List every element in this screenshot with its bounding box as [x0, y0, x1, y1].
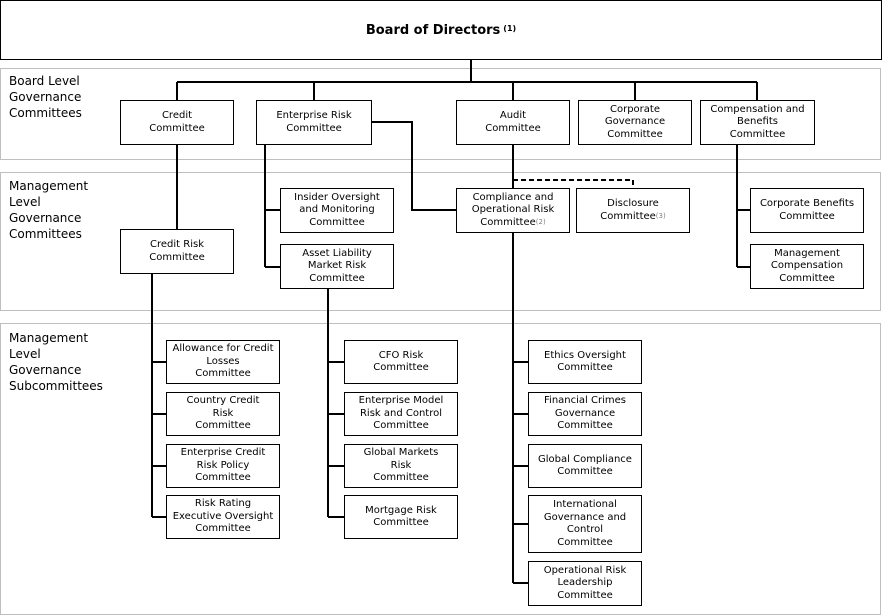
disclosure-committee-box: Disclosure Committee(3): [576, 188, 690, 233]
enterprise-credit-risk-policy-committee-label: Enterprise Credit Risk Policy Committee: [180, 447, 266, 484]
credit-committee-label: Credit Committee: [149, 110, 205, 134]
asset-liability-committee-label: Asset Liability Market Risk Committee: [302, 247, 372, 284]
management-compensation-committee-label: Management Compensation Committee: [770, 247, 844, 284]
cfo-risk-committee-box: CFO Risk Committee: [344, 340, 458, 384]
compliance-footnote: (2): [535, 217, 546, 226]
corporate-governance-committee-box: Corporate Governance Committee: [578, 100, 692, 145]
international-governance-committee-label: International Governance and Control Com…: [543, 499, 627, 548]
global-markets-risk-committee-box: Global Markets Risk Committee: [344, 444, 458, 488]
corporate-governance-committee-label: Corporate Governance Committee: [604, 103, 666, 140]
international-governance-committee-box: International Governance and Control Com…: [528, 495, 642, 553]
allowance-credit-losses-committee-box: Allowance for Credit Losses Committee: [166, 340, 280, 384]
disclosure-footnote: (3): [655, 211, 666, 220]
band-label-management-level: Management Level Governance Committees: [9, 179, 89, 241]
management-compensation-committee-box: Management Compensation Committee: [750, 244, 864, 289]
risk-rating-committee-box: Risk Rating Executive Oversight Committe…: [166, 495, 280, 539]
allowance-credit-losses-committee-label: Allowance for Credit Losses Committee: [172, 343, 274, 380]
global-compliance-committee-box: Global Compliance Committee: [528, 444, 642, 488]
compensation-benefits-committee-box: Compensation and Benefits Committee: [700, 100, 815, 145]
enterprise-credit-risk-policy-committee-box: Enterprise Credit Risk Policy Committee: [166, 444, 280, 488]
compliance-operational-risk-committee-label: Compliance and Operational Risk Committe…: [471, 191, 555, 228]
audit-committee-label: Audit Committee: [485, 110, 541, 134]
mortgage-risk-committee-label: Mortgage Risk Committee: [365, 504, 437, 529]
board-footnote: (1): [503, 23, 517, 33]
global-markets-risk-committee-label: Global Markets Risk Committee: [363, 447, 439, 484]
compliance-operational-risk-committee-box: Compliance and Operational Risk Committe…: [456, 188, 570, 233]
cfo-risk-committee-label: CFO Risk Committee: [373, 349, 429, 374]
compensation-benefits-committee-label: Compensation and Benefits Committee: [710, 103, 805, 140]
global-compliance-committee-label: Global Compliance Committee: [538, 453, 632, 478]
band-label-board-level: Board Level Governance Committees: [9, 74, 82, 120]
mortgage-risk-committee-box: Mortgage Risk Committee: [344, 495, 458, 539]
risk-rating-committee-label: Risk Rating Executive Oversight Committe…: [172, 498, 274, 535]
enterprise-model-risk-committee-label: Enterprise Model Risk and Control Commit…: [358, 395, 444, 432]
audit-committee-box: Audit Committee: [456, 100, 570, 145]
enterprise-model-risk-committee-box: Enterprise Model Risk and Control Commit…: [344, 392, 458, 436]
country-credit-risk-committee-box: Country Credit Risk Committee: [166, 392, 280, 436]
enterprise-risk-committee-label: Enterprise Risk Committee: [276, 110, 352, 134]
corporate-benefits-committee-label: Corporate Benefits Committee: [759, 198, 855, 222]
financial-crimes-committee-box: Financial Crimes Governance Committee: [528, 392, 642, 436]
financial-crimes-committee-label: Financial Crimes Governance Committee: [544, 395, 626, 432]
operational-risk-leadership-committee-label: Operational Risk Leadership Committee: [543, 564, 627, 601]
ethics-oversight-committee-box: Ethics Oversight Committee: [528, 340, 642, 384]
insider-oversight-committee-label: Insider Oversight and Monitoring Committ…: [294, 191, 380, 228]
enterprise-risk-committee-box: Enterprise Risk Committee: [256, 100, 372, 145]
insider-oversight-committee-box: Insider Oversight and Monitoring Committ…: [280, 188, 394, 233]
board-of-directors-box: Board of Directors(1): [0, 0, 882, 60]
corporate-benefits-committee-box: Corporate Benefits Committee: [750, 188, 864, 233]
credit-committee-box: Credit Committee: [120, 100, 234, 145]
credit-risk-committee-box: Credit Risk Committee: [120, 229, 234, 274]
band-label-management-subcommittees: Management Level Governance Subcommittee…: [9, 331, 103, 393]
country-credit-risk-committee-label: Country Credit Risk Committee: [186, 395, 260, 432]
board-title: Board of Directors: [365, 22, 501, 38]
credit-risk-committee-label: Credit Risk Committee: [149, 239, 205, 263]
ethics-oversight-committee-label: Ethics Oversight Committee: [544, 349, 626, 374]
disclosure-committee-label: Disclosure Committee(3): [600, 198, 666, 222]
asset-liability-committee-box: Asset Liability Market Risk Committee: [280, 244, 394, 289]
operational-risk-leadership-committee-box: Operational Risk Leadership Committee: [528, 561, 642, 606]
